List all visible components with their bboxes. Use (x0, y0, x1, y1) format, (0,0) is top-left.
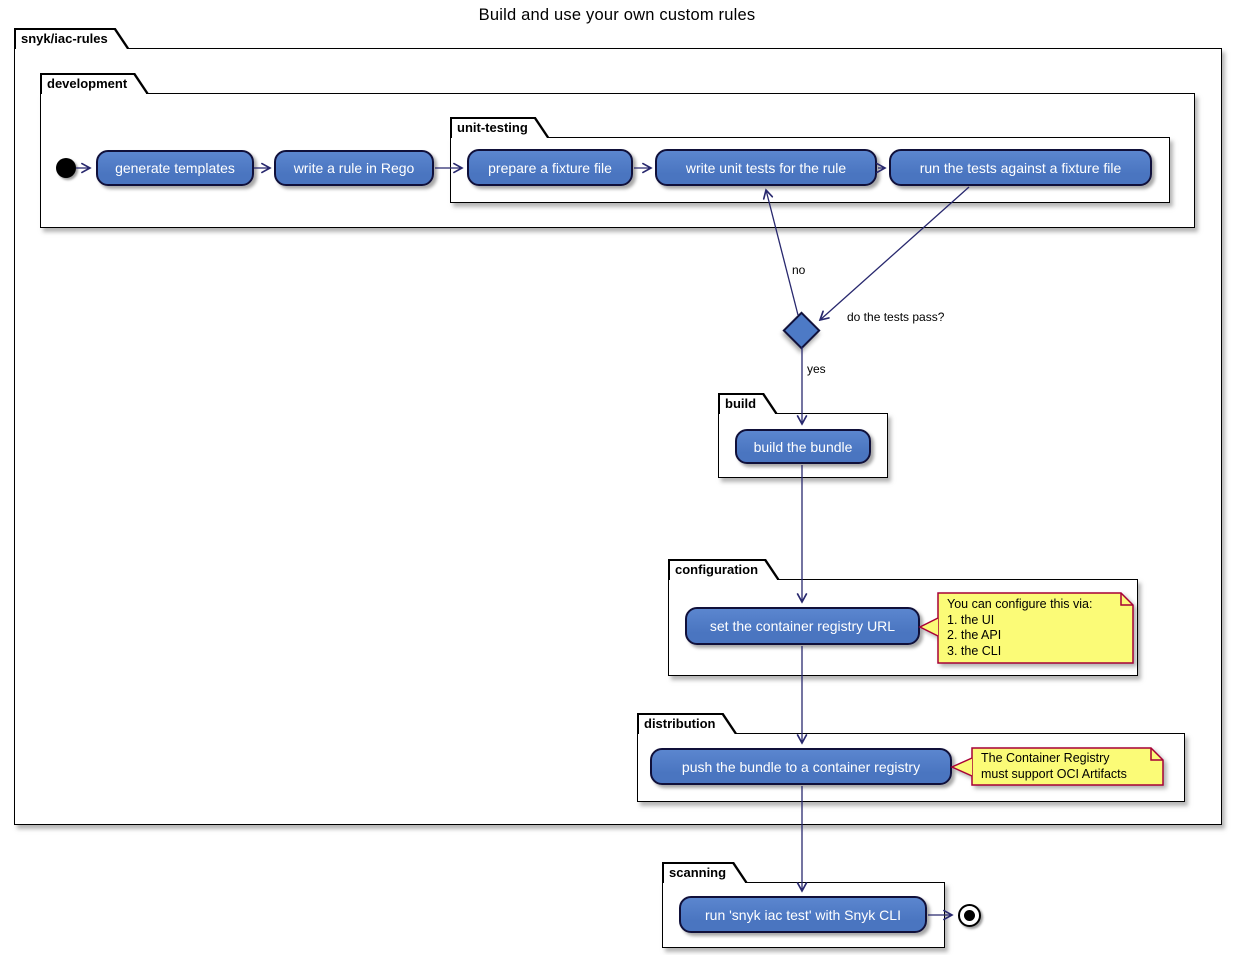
activity-label: push the bundle to a container registry (681, 758, 921, 775)
frame-tab-fill (16, 30, 127, 49)
activity-label: run 'snyk iac test' with Snyk CLI (705, 906, 901, 923)
note-line: The Container Registry (981, 751, 1110, 765)
activity-push-bundle: push the bundle to a container registry (650, 748, 952, 785)
frame-tab-fill (452, 119, 547, 138)
frame-label-snyk-iac-rules: snyk/iac-rules (21, 31, 108, 46)
frame-tab-fill (670, 561, 778, 580)
start-node (56, 158, 76, 178)
note-line: must support OCI Artifacts (981, 766, 1127, 781)
frame-label-build: build (725, 396, 757, 411)
note-registry: The Container Registry must support OCI … (981, 751, 1159, 782)
frame-tab-fill (664, 864, 746, 883)
note-configure: You can configure this via: 1. the UI 2.… (947, 597, 1127, 659)
frame-label-configuration: configuration (675, 562, 759, 577)
frame-tab-configuration: configuration (668, 559, 780, 580)
activity-label: prepare a fixture file (488, 159, 612, 176)
note-line: You can configure this via: (947, 597, 1093, 611)
activity-label: write unit tests for the rule (685, 159, 847, 176)
frame-label-scanning: scanning (669, 865, 727, 880)
activity-label: run the tests against a fixture file (919, 159, 1122, 176)
frame-tab-unit-testing: unit-testing (450, 117, 550, 138)
activity-label: build the bundle (753, 438, 853, 455)
edge-label-yes: yes (807, 362, 826, 376)
frame-tab-development: development (40, 73, 149, 94)
frame-tab-build: build (718, 393, 778, 414)
end-node (958, 904, 981, 927)
note-line: 2. the API (947, 628, 1002, 642)
end-node-dot (964, 910, 975, 921)
activity-generate-templates: generate templates (96, 150, 254, 186)
note-line: 3. the CLI (947, 643, 1002, 658)
edge-label-question: do the tests pass? (847, 310, 945, 324)
frame-tab-fill (639, 715, 735, 734)
activity-write-rule-rego: write a rule in Rego (274, 150, 434, 186)
activity-label: generate templates (115, 160, 235, 176)
frame-tab-scanning: scanning (662, 862, 748, 883)
activity-label: write a rule in Rego (293, 160, 415, 176)
diagram-title: Build and use your own custom rules (478, 6, 756, 24)
activity-build-bundle: build the bundle (735, 429, 871, 464)
activity-write-unit-tests: write unit tests for the rule (655, 149, 877, 186)
frame-label-development: development (47, 76, 128, 91)
note-line: 1. the UI (947, 612, 995, 627)
frame-label-distribution: distribution (644, 716, 716, 731)
activity-prepare-fixture: prepare a fixture file (467, 149, 633, 186)
frame-tab-fill (42, 75, 147, 94)
edge-label-no: no (792, 263, 806, 277)
frame-label-unit-testing: unit-testing (457, 120, 528, 135)
frame-tab-fill (720, 395, 776, 414)
activity-run-tests: run the tests against a fixture file (889, 149, 1152, 186)
activity-label: set the container registry URL (709, 618, 896, 634)
activity-run-snyk-cli: run 'snyk iac test' with Snyk CLI (679, 896, 927, 933)
frame-tab-distribution: distribution (637, 713, 738, 734)
activity-set-registry-url: set the container registry URL (685, 607, 920, 645)
frame-tab-snyk-iac-rules: snyk/iac-rules (14, 28, 130, 49)
